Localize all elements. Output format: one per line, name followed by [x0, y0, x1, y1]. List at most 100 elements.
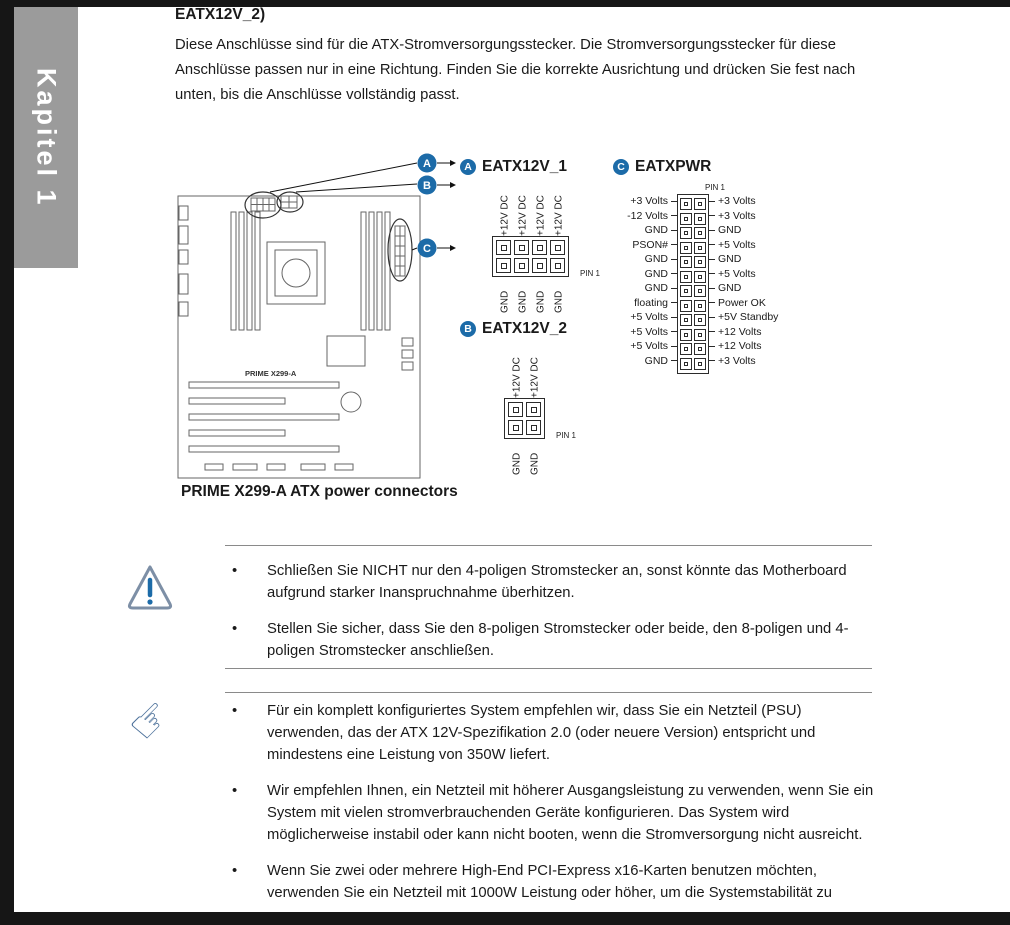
tick-line [671, 215, 677, 217]
pin-gnd-label: GND [511, 452, 523, 475]
pin-square [532, 258, 547, 273]
tick-line [709, 345, 715, 347]
tick-line [709, 244, 715, 246]
callout-b-bubble: B [460, 321, 476, 337]
tick-line [709, 229, 715, 231]
pointing-hand-icon: ☞ [117, 687, 183, 753]
tick-line [709, 200, 715, 202]
callout-lines [269, 160, 456, 251]
tick-line [671, 345, 677, 347]
eatx12v1-title: A EATX12V_1 [460, 158, 569, 176]
warning-bullet: Stellen Sie sicher, dass Sie den 8-polig… [225, 618, 880, 662]
pin-gnd-label: GND [535, 290, 547, 313]
eatxpwr-pin1-label: PIN 1 [705, 183, 726, 192]
warning-bullet-list: Schließen Sie NICHT nur den 4-poligen St… [225, 560, 880, 676]
eatx12v2-pin1-label: PIN 1 [555, 431, 576, 440]
eatxpwr-left-label: floating [613, 296, 677, 311]
chapter-tab-label: Kapitel 1 [31, 67, 62, 208]
tick-line [671, 273, 677, 275]
eatxpwr-right-label: GND [709, 252, 778, 267]
note-rule-top [225, 692, 872, 693]
pin-square [694, 328, 706, 341]
section-heading: EATX12V_2) [175, 6, 266, 23]
callout-c-label: C [423, 243, 431, 255]
pin-square [496, 258, 511, 273]
pin-square [550, 240, 565, 255]
pin-square [694, 299, 706, 312]
board-outline [177, 195, 421, 479]
tick-line [671, 316, 677, 318]
warning-bullet: Schließen Sie NICHT nur den 4-poligen St… [225, 560, 880, 604]
eatx12v2-top-labels: +12V DC +12V DC [508, 342, 545, 398]
pin-voltage-label: +12V DC [511, 357, 523, 398]
pin-voltage-label: +12V DC [535, 195, 547, 236]
eatxpwr-right-label: +12 Volts [709, 325, 778, 340]
pin-square [526, 402, 541, 417]
eatxpwr-title-text: EATXPWR [635, 158, 712, 175]
eatxpwr-left-label: -12 Volts [613, 209, 677, 224]
pin-gnd-label: GND [529, 452, 541, 475]
tick-line [671, 302, 677, 304]
eatxpwr-right-label: GND [709, 223, 778, 238]
warning-icon [124, 560, 176, 616]
pin-square [680, 299, 692, 312]
pin-square [694, 198, 706, 211]
eatxpwr-left-label: +3 Volts [613, 194, 677, 209]
pin-voltage-label: +12V DC [499, 195, 511, 236]
eatx12v2-connector: +12V DC +12V DC PIN 1 GND GND [504, 342, 576, 475]
eatxpwr-left-label: GND [613, 281, 677, 296]
intro-paragraph: Diese Anschlüsse sind für die ATX-Stromv… [175, 37, 856, 103]
board-label: PRIME X299-A [245, 369, 297, 378]
pin-voltage-label: +12V DC [529, 357, 541, 398]
eatx12v1-top-labels: +12V DC +12V DC +12V DC +12V DC [496, 180, 569, 236]
eatxpwr-left-label: GND [613, 354, 677, 369]
tick-line [709, 331, 715, 333]
tick-line [671, 200, 677, 202]
eatxpwr-left-label: GND [613, 267, 677, 282]
pin-square [514, 240, 529, 255]
warning-rule-top [225, 545, 872, 546]
pin-square [680, 241, 692, 254]
pin-gnd-label: GND [499, 290, 511, 313]
pin-square [694, 343, 706, 356]
pin-square [694, 270, 706, 283]
tick-line [671, 360, 677, 362]
pin-gnd-label: GND [553, 290, 565, 313]
eatxpwr-left-label: +5 Volts [613, 325, 677, 340]
pin-square [680, 314, 692, 327]
note-bullet: Für ein komplett konfiguriertes System e… [225, 700, 880, 766]
tick-line [709, 273, 715, 275]
pin-square [680, 227, 692, 240]
eatxpwr-right-label: +5V Standby [709, 310, 778, 325]
eatx12v1-connector-body: PIN 1 [492, 236, 600, 278]
note-hand-icon: ☞ [117, 687, 183, 753]
pin-square [532, 240, 547, 255]
eatxpwr-left-label: PSON# [613, 238, 677, 253]
pin-voltage-label: +12V DC [553, 195, 565, 236]
eatxpwr-right-label: GND [709, 281, 778, 296]
tick-line [671, 229, 677, 231]
pin-square [694, 285, 706, 298]
eatx12v2-title: B EATX12V_2 [460, 320, 567, 338]
pin-square [680, 343, 692, 356]
note-bullet: Wir empfehlen Ihnen, ein Netzteil mit hö… [225, 780, 880, 846]
pin-square [680, 256, 692, 269]
tick-line [709, 302, 715, 304]
tick-line [709, 316, 715, 318]
eatx12v1-pin1-label: PIN 1 [579, 269, 600, 278]
pin-square [694, 256, 706, 269]
tick-line [671, 331, 677, 333]
eatx12v1-title-text: EATX12V_1 [482, 158, 568, 175]
pin-square [514, 258, 529, 273]
pin-square [694, 314, 706, 327]
tick-line [709, 258, 715, 260]
frame-bar-top [0, 0, 1010, 7]
pin-square [550, 258, 565, 273]
pin-voltage-label: +12V DC [517, 195, 529, 236]
eatxpwr-left-label: +5 Volts [613, 310, 677, 325]
eatx12v2-title-text: EATX12V_2 [482, 320, 568, 337]
pin-square [680, 328, 692, 341]
